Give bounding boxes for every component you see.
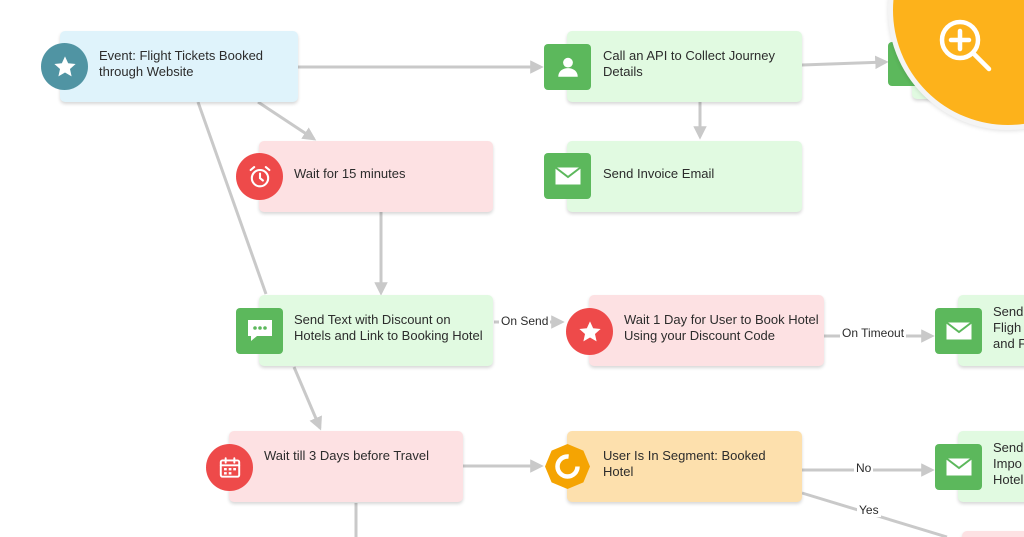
node-wait3days-label: Wait till 3 Days before Travel [264, 448, 429, 463]
edge-api-to-next [801, 55, 889, 70]
node-send-text-label: Send Text with Discount on Hotels and Li… [294, 312, 483, 343]
node-partial-bottom-right[interactable] [962, 531, 1024, 537]
edge-send-text-to-wait3days [292, 366, 322, 431]
node-call-api[interactable]: Call an API to Collect Journey Details [567, 31, 802, 102]
edge-event-to-wait15 [257, 100, 317, 141]
node-send-text-discount[interactable]: Send Text with Discount on Hotels and Li… [259, 295, 493, 366]
node-wait-1-day[interactable]: Wait 1 Day for User to Book Hotel Using … [589, 295, 824, 366]
node-invoice-label: Send Invoice Email [603, 166, 715, 181]
segment-ring-icon[interactable] [544, 443, 591, 490]
node-wait-15-minutes[interactable]: Wait for 15 minutes [259, 141, 493, 212]
node-wait1day-label: Wait 1 Day for User to Book Hotel Using … [624, 312, 819, 343]
envelope-icon[interactable] [935, 444, 982, 490]
envelope-icon[interactable] [935, 308, 982, 354]
node-send-right-mid-label: Send Fligh and F [993, 304, 1024, 351]
chat-bubble-icon[interactable] [236, 308, 283, 354]
star-icon[interactable] [566, 308, 613, 355]
star-icon[interactable] [41, 43, 88, 90]
node-wait-3-days[interactable]: Wait till 3 Days before Travel [229, 431, 463, 502]
edge-label-yes: Yes [857, 503, 881, 517]
node-user-in-segment[interactable]: User Is In Segment: Booked Hotel [567, 431, 802, 502]
edge-event-to-send-text [196, 101, 268, 295]
edge-label-no: No [854, 461, 874, 475]
person-icon[interactable] [544, 44, 591, 90]
node-event-label: Event: Flight Tickets Booked through Web… [99, 48, 264, 79]
node-send-right-bottom-label: Send Impo Hotel [993, 440, 1024, 487]
envelope-icon[interactable] [544, 153, 591, 199]
node-wait15-label: Wait for 15 minutes [294, 166, 406, 181]
node-send-flight-partial[interactable]: Send Fligh and F [958, 295, 1024, 366]
edge-label-on-timeout: On Timeout [840, 326, 907, 340]
node-send-invoice-email[interactable]: Send Invoice Email [567, 141, 802, 212]
node-call-api-label: Call an API to Collect Journey Details [603, 48, 775, 79]
node-segment-label: User Is In Segment: Booked Hotel [603, 448, 766, 479]
calendar-icon[interactable] [206, 444, 253, 491]
edge-label-on-send: On Send [499, 314, 551, 328]
node-send-hotel-partial[interactable]: Send Impo Hotel [958, 431, 1024, 502]
alarm-clock-icon[interactable] [236, 153, 283, 200]
zoom-in-icon[interactable] [936, 16, 996, 76]
node-event-flight-booked[interactable]: Event: Flight Tickets Booked through Web… [60, 31, 298, 102]
